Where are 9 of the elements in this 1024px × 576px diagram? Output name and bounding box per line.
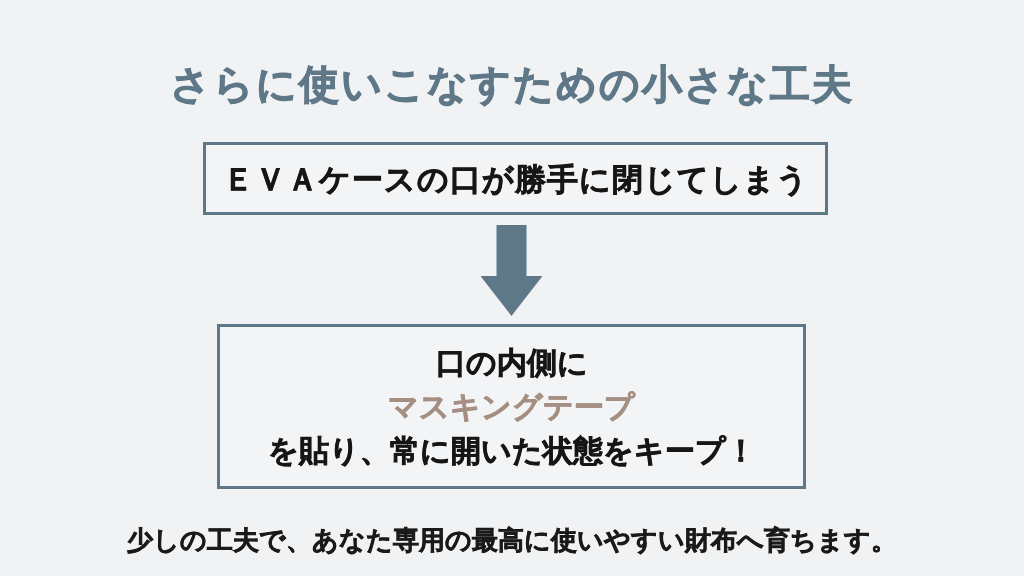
box-text: 口の内側に <box>435 343 588 382</box>
process-box <box>203 142 828 215</box>
arrow <box>480 225 543 316</box>
process-box <box>217 324 806 489</box>
title: さらに使いこなすための小さな工夫 <box>169 60 855 109</box>
box-text: ＥＶＡケースの口が勝手に閉じてしまう <box>222 159 809 199</box>
box-text: を貼り、常に開いた状態をキープ！ <box>267 431 756 470</box>
caption: 少しの工夫で、あなた専用の最高に使いやすい財布へ育ちます。 <box>126 524 898 557</box>
box-text: マスキングテープ <box>388 387 635 426</box>
